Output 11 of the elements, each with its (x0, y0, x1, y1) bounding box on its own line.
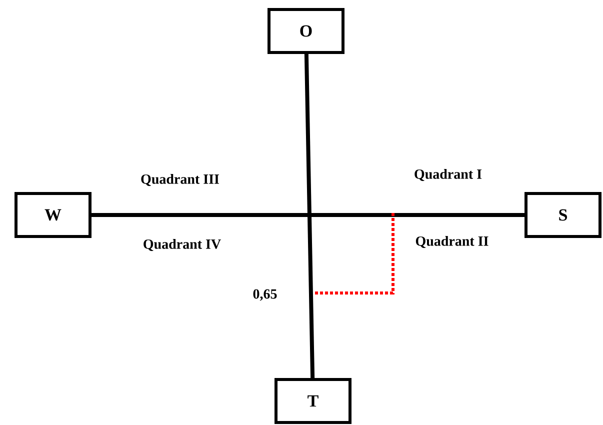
quadrant-label: 0,65 (253, 289, 277, 301)
axis-line (304, 54, 315, 378)
quadrant-label: Quadrant IV (144, 238, 221, 251)
letter-box: S (524, 192, 602, 238)
quadrant-label: Quadrant I (414, 169, 482, 181)
letter-box: T (274, 378, 352, 424)
letter-box: W (14, 192, 92, 238)
quadrant-label: Quadrant II (416, 236, 488, 248)
quadrant-label: Quadrant III (141, 174, 219, 186)
letter-box: O (268, 8, 344, 54)
axis-line (92, 213, 524, 217)
